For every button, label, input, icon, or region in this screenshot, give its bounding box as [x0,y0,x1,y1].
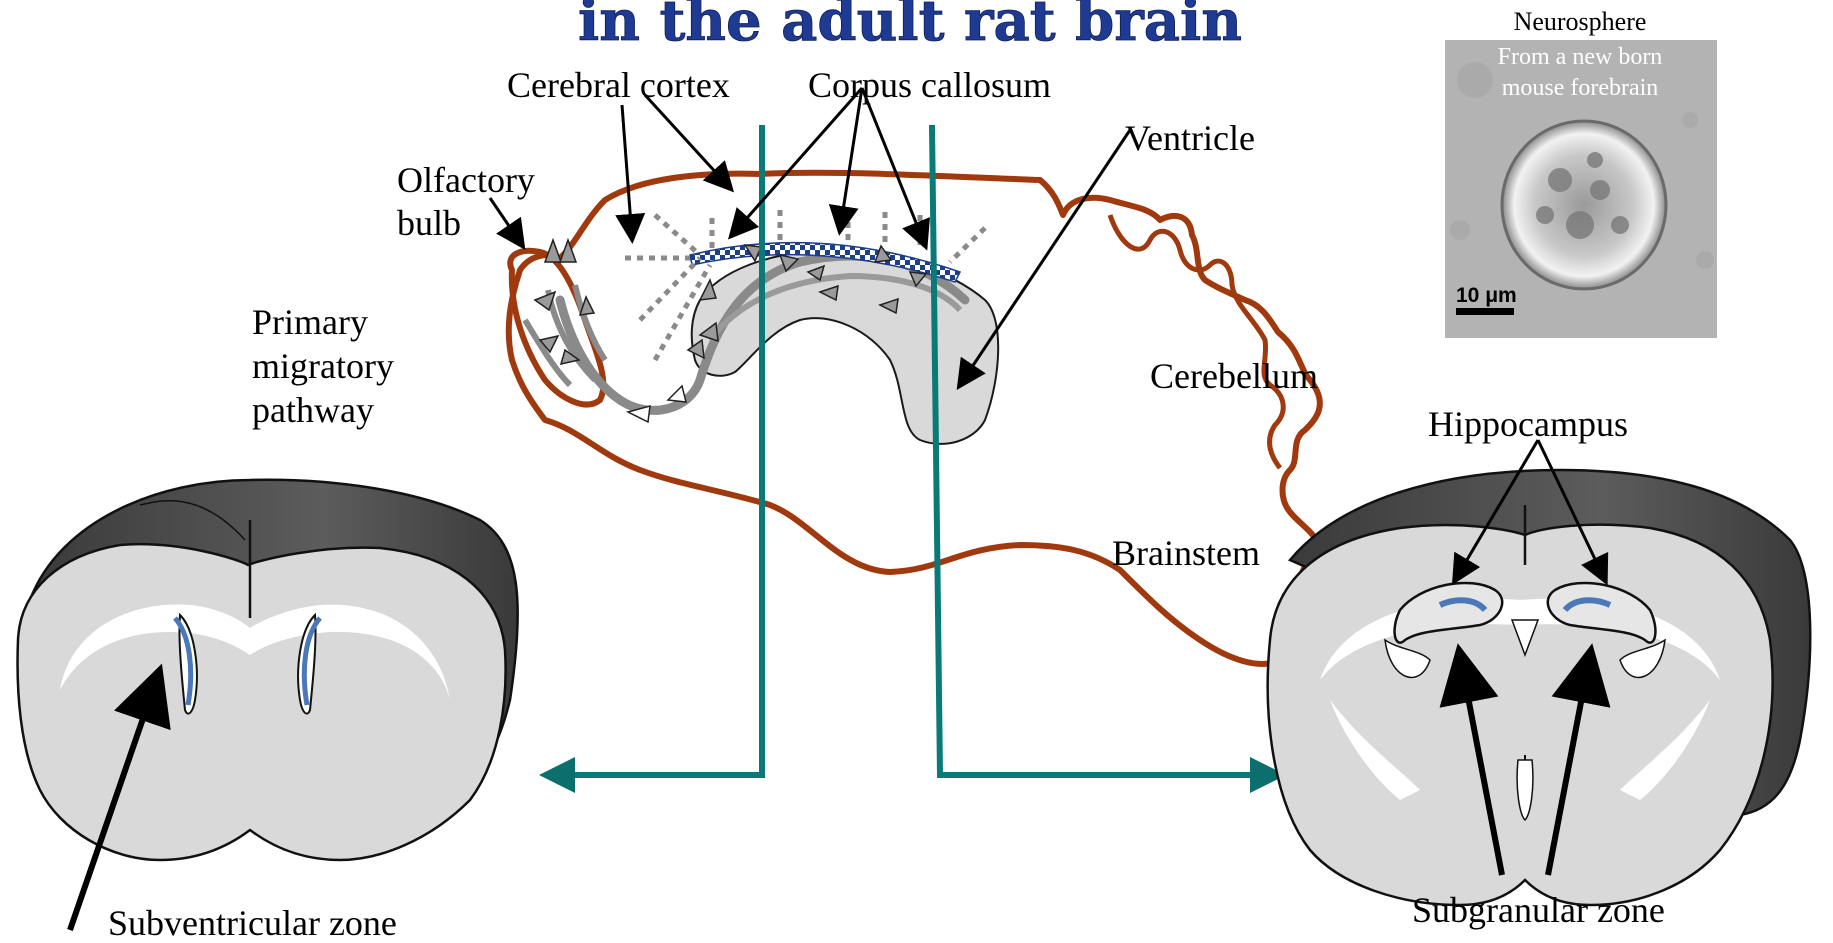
label-cerebellum: Cerebellum [1150,356,1318,396]
sagittal-brain [509,173,1320,664]
label-corpus-callosum: Corpus callosum [808,65,1051,105]
page-title: in the adult rat brain [578,0,1242,54]
neurosphere-caption-line2: mouse forebrain [1502,75,1659,101]
label-subventricular-zone: Subventricular zone [108,903,397,943]
scale-bar-label: 10 μm [1456,284,1517,307]
neurosphere-panel: 10 μm Neurosphere From a new born mouse … [1445,7,1717,338]
label-cerebral-cortex: Cerebral cortex [507,65,730,105]
label-primary-migratory-line1: Primary [252,302,368,342]
neurosphere-caption-line1: From a new born [1498,44,1663,70]
label-brainstem: Brainstem [1112,533,1260,573]
neurosphere-title: Neurosphere [1514,7,1647,36]
label-primary-migratory-line2: migratory [252,346,394,386]
section-lines [545,125,1280,775]
label-primary-migratory-line3: pathway [252,390,374,430]
label-ventricle: Ventricle [1125,118,1255,158]
right-coronal-section [1268,470,1811,905]
label-subgranular-zone: Subgranular zone [1412,890,1665,930]
scale-bar [1456,308,1514,315]
neurosphere-cell-cluster [1502,121,1666,289]
left-coronal-section [18,480,518,860]
label-hippocampus: Hippocampus [1428,404,1628,444]
label-olfactory-line2: bulb [397,203,461,243]
label-olfactory-line1: Olfactory [397,160,535,200]
